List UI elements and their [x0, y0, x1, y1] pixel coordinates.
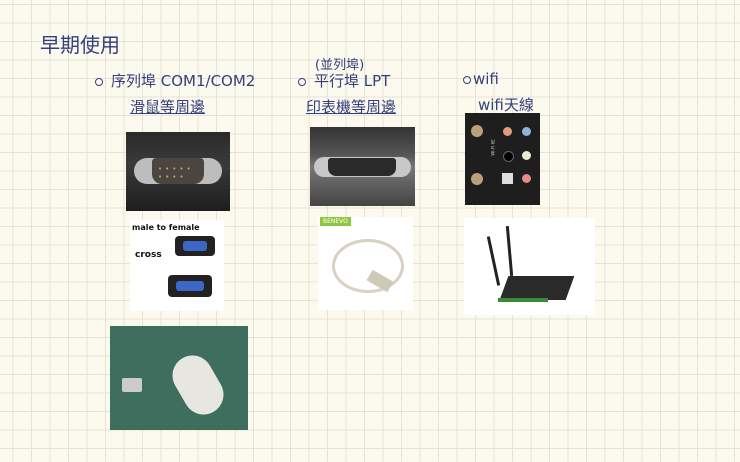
- bullet-icon: [95, 77, 103, 86]
- wifi-heading: wifi: [473, 70, 499, 88]
- wifi-bullet: wifi: [463, 70, 499, 88]
- serial-port-photo: •••••••••: [126, 132, 230, 211]
- benevo-logo: BENEVO: [320, 217, 351, 226]
- cable-label: male to female: [132, 223, 200, 232]
- parallel-heading: 平行埠 LPT: [314, 72, 391, 90]
- parallel-cable-photo: BENEVO: [318, 217, 413, 310]
- db9-cable-photo: male to female cross: [130, 220, 224, 311]
- wifi-subtext: wifi天線: [478, 96, 534, 114]
- cable-label-cross: cross: [135, 250, 162, 260]
- wifi-card-photo: [464, 218, 595, 315]
- bullet-icon: [463, 75, 471, 84]
- serial-mouse-photo: [110, 326, 248, 430]
- parallel-subtext: 印表機等周邊: [306, 98, 397, 116]
- parallel-bullet: 平行埠 LPT: [298, 70, 390, 91]
- serial-bullet: 序列埠 COM1/COM2: [95, 70, 255, 91]
- page-title: 早期使用: [40, 33, 120, 57]
- parallel-note: (並列埠): [315, 58, 365, 73]
- wifi-panel-label: WI-FI 6E: [490, 139, 496, 156]
- serial-subtext: 滑鼠等周邊: [130, 98, 206, 116]
- bullet-icon: [298, 77, 306, 86]
- parallel-port-photo: [310, 127, 415, 206]
- serial-heading: 序列埠 COM1/COM2: [111, 72, 256, 90]
- wifi-io-panel-photo: WI-FI 6E: [465, 113, 540, 205]
